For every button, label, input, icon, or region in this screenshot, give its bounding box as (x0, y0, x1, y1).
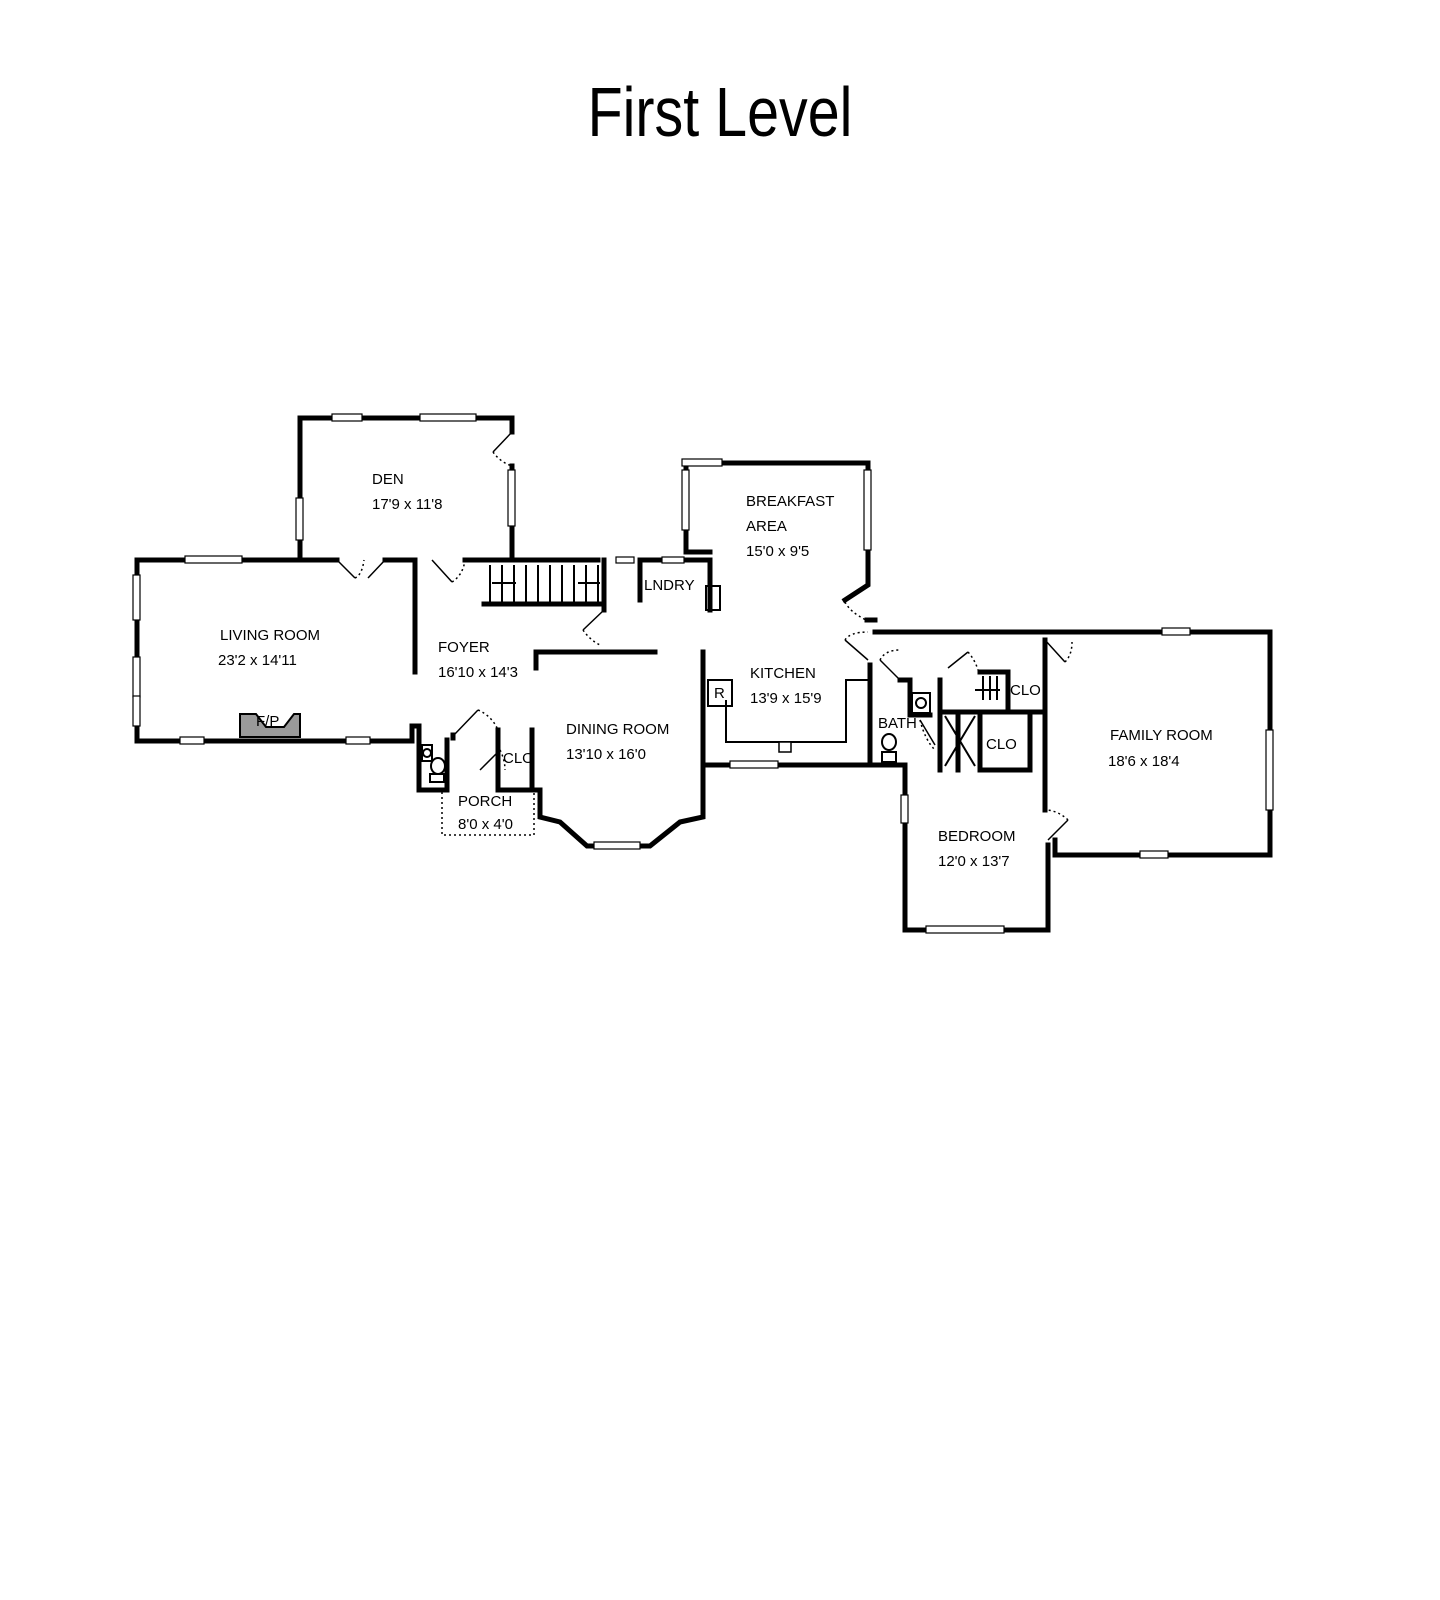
walls (134, 415, 1273, 933)
room-breakfast-name: BREAKFAST (746, 493, 834, 510)
stairs (489, 565, 1000, 767)
room-breakfast-size: 15'0 x 9'5 (746, 543, 809, 560)
room-bedroom-size: 12'0 x 13'7 (938, 853, 1010, 870)
room-dining-size: 13'10 x 16'0 (566, 746, 646, 763)
room-labels: DEN 17'9 x 11'8 BREAKFAST AREA 15'0 x 9'… (218, 471, 1213, 870)
tag-closet-stair: CLO (1010, 682, 1041, 699)
room-foyer-size: 16'10 x 14'3 (438, 664, 518, 681)
room-living-size: 23'2 x 14'11 (218, 652, 297, 669)
room-breakfast-name2: AREA (746, 518, 787, 535)
kitchen-counter (707, 679, 870, 753)
doors (336, 431, 1073, 841)
page-title: First Level (587, 73, 853, 151)
room-porch-size: 8'0 x 4'0 (458, 816, 513, 833)
porch-outline (441, 792, 535, 836)
room-den-name: DEN (372, 471, 404, 488)
room-porch-name: PORCH (458, 793, 512, 810)
tag-fireplace: F/P (256, 713, 279, 730)
room-living-name: LIVING ROOM (220, 627, 320, 644)
tag-refrigerator: R (714, 685, 725, 702)
tag-laundry: LNDRY (644, 577, 695, 594)
tag-closet-porch: CLO (503, 750, 534, 767)
fixtures (239, 585, 931, 783)
fireplace (239, 713, 301, 738)
room-family-size: 18'6 x 18'4 (1108, 753, 1180, 770)
room-kitchen-size: 13'9 x 15'9 (750, 690, 822, 707)
room-kitchen-name: KITCHEN (750, 665, 816, 682)
room-den-size: 17'9 x 11'8 (372, 496, 443, 513)
room-family-name: FAMILY ROOM (1110, 727, 1213, 744)
small-tags: LNDRY CLO CLO CLO BATH F/P R (256, 577, 1041, 767)
tag-closet-bath: CLO (986, 736, 1017, 753)
room-bedroom-name: BEDROOM (938, 828, 1016, 845)
room-foyer-name: FOYER (438, 639, 490, 656)
windows (132, 413, 1274, 934)
room-dining-name: DINING ROOM (566, 721, 669, 738)
tag-bath: BATH (878, 715, 917, 732)
